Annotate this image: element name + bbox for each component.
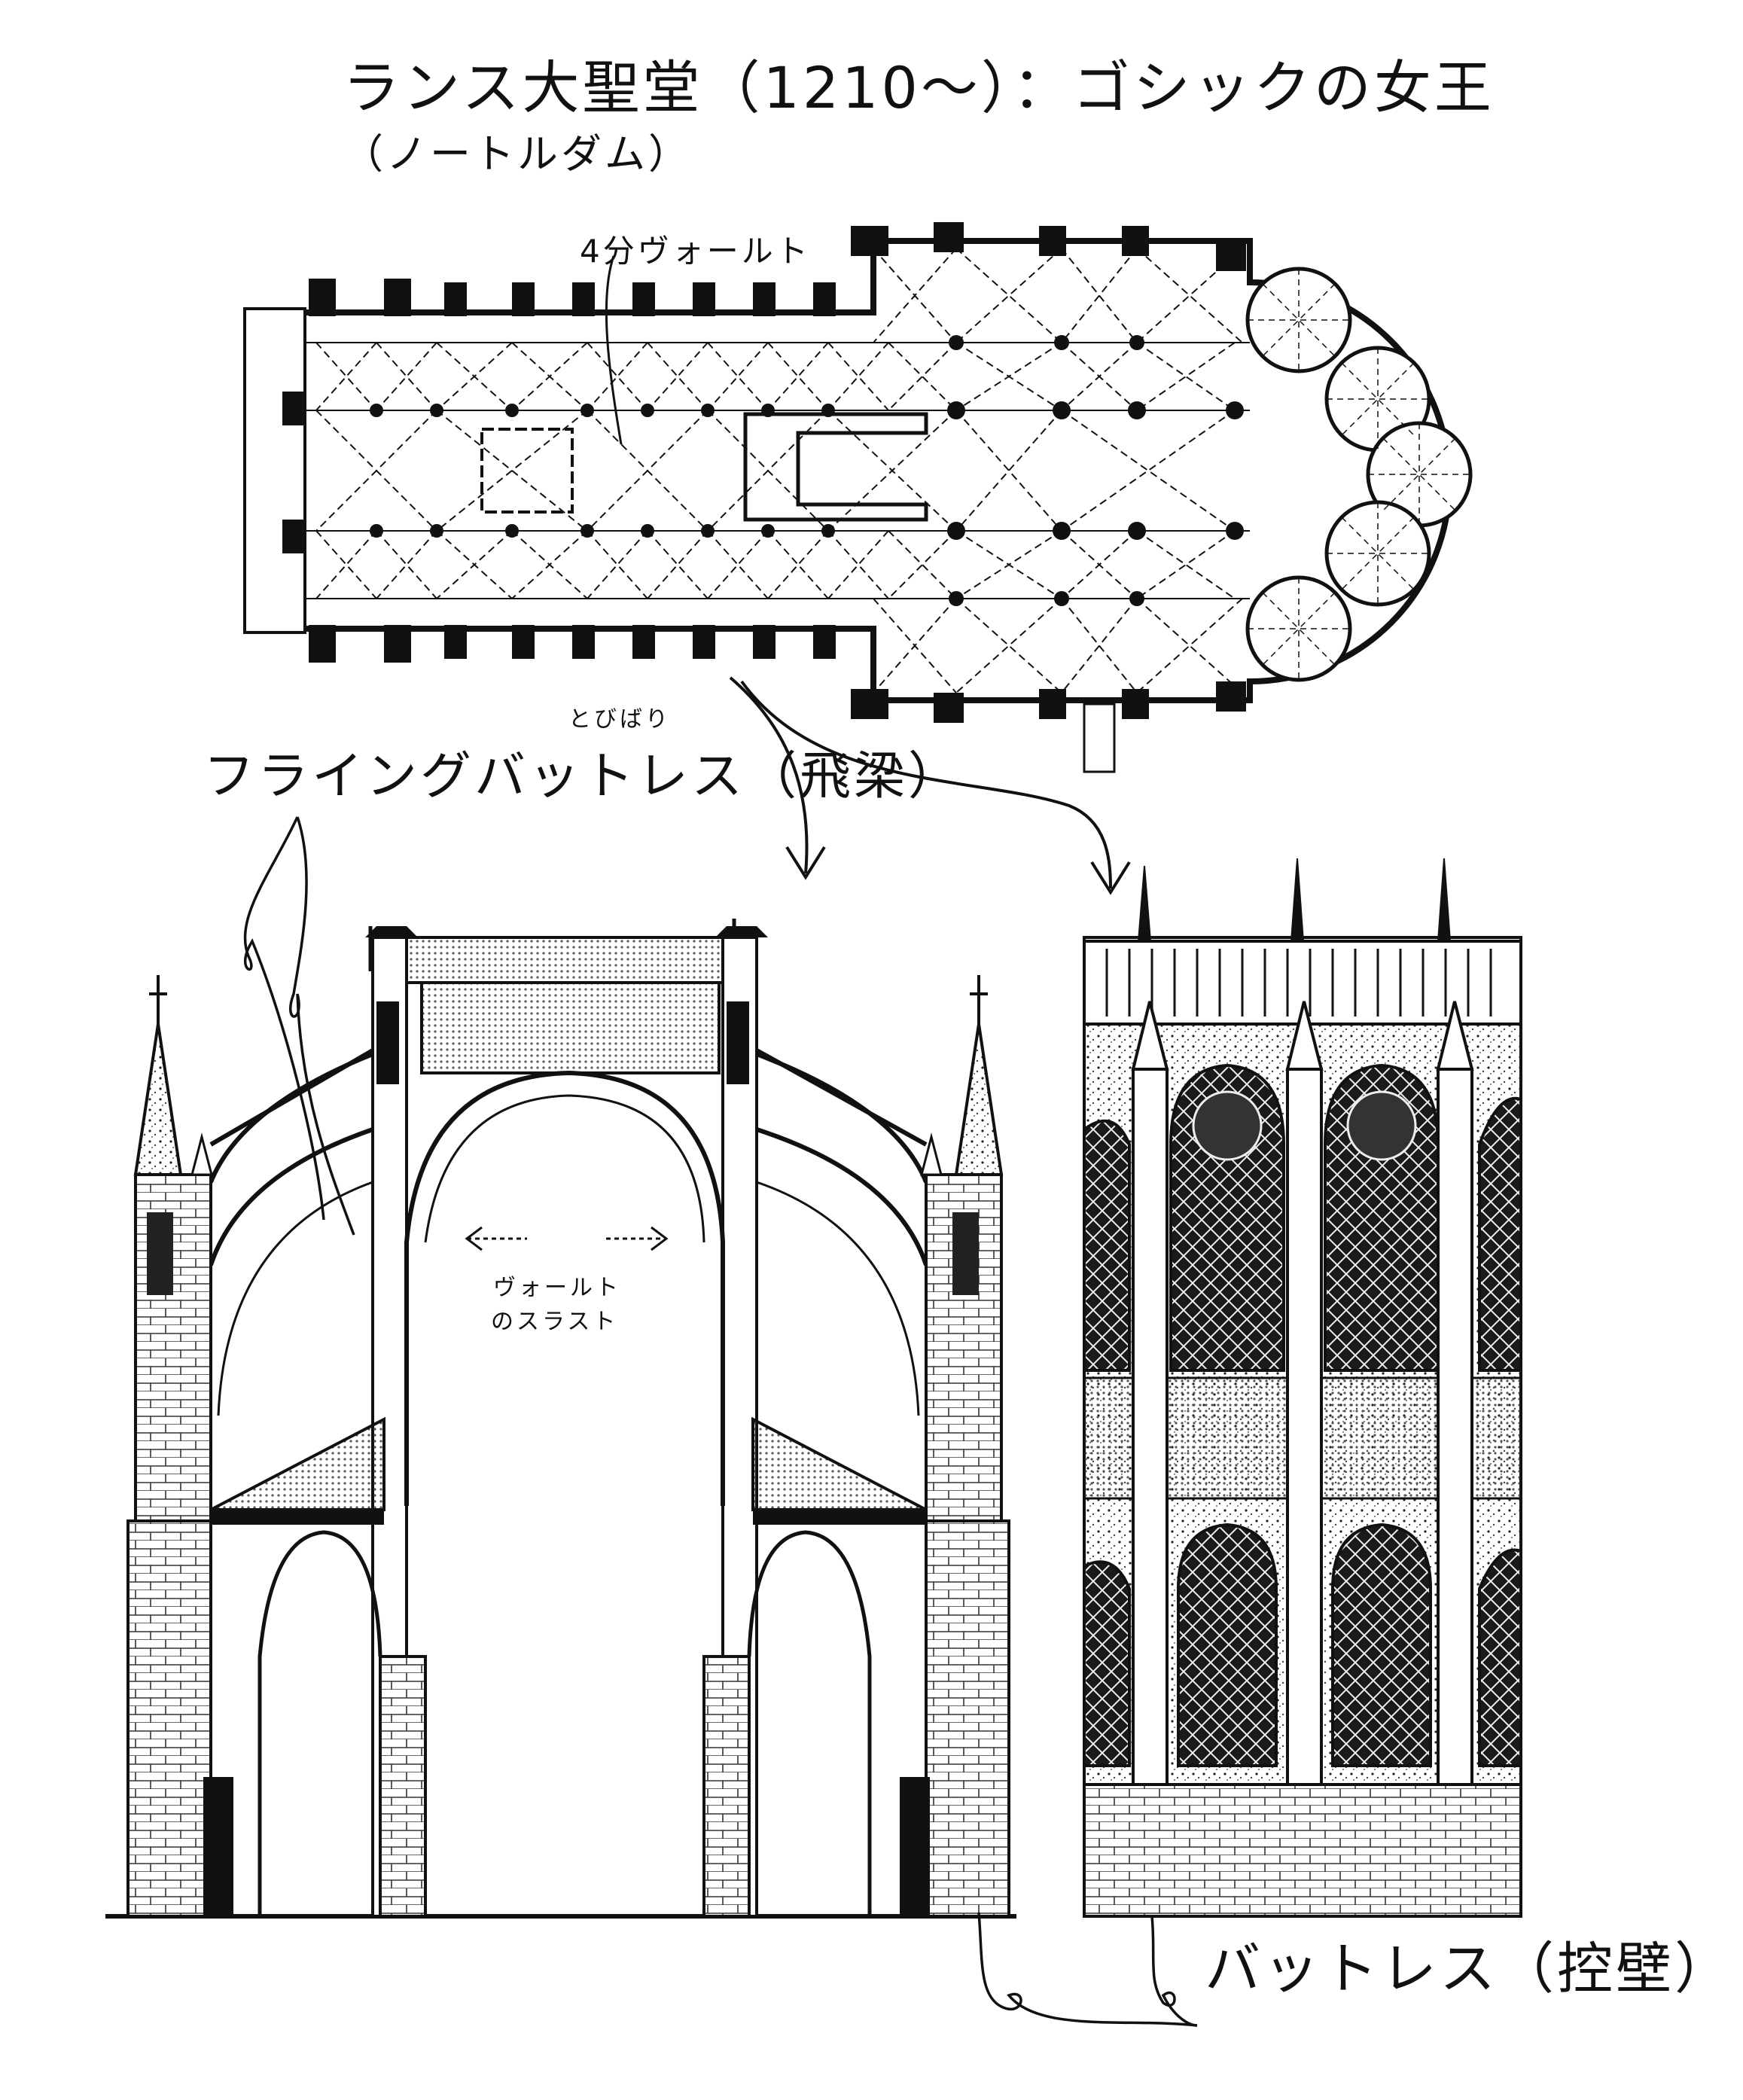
- west-facade: [243, 307, 306, 634]
- leader-flying-buttress: [243, 816, 355, 1236]
- roof: [381, 936, 756, 984]
- label-vault-thrust-line2: のスラスト: [491, 1309, 619, 1335]
- page-subtitle: （ノートルダム）: [343, 130, 692, 178]
- outer-buttress-right: [925, 1519, 1010, 1918]
- balustrade-posts: [1105, 949, 1492, 1016]
- cross-section: [105, 919, 1016, 1919]
- plan-piers: [370, 335, 1244, 606]
- leader-vault4: [605, 255, 623, 445]
- curved-arrows: [729, 676, 1131, 895]
- label-vault-thrust-line1: ヴォールト: [493, 1275, 621, 1301]
- porch: [1083, 703, 1116, 773]
- roof-space: [420, 981, 721, 1074]
- pinnacle-right: [954, 1023, 1004, 1176]
- thrust-arrows: [465, 1226, 669, 1251]
- label-buttress: バットレス（控壁）: [1205, 1937, 1733, 2001]
- nave-vault-arch: [404, 1070, 725, 1506]
- lower-windows: [1083, 1522, 1522, 1767]
- page-title: ランス大聖堂（1210〜）：ゴシックの女王: [343, 54, 1495, 121]
- outer-buttress-left: [126, 1519, 212, 1918]
- choir-enclosure: [743, 412, 928, 522]
- vault-ribs: [315, 248, 1243, 693]
- upper-windows: [1083, 1063, 1522, 1372]
- label-flying-buttress-furigana: とびばり: [568, 706, 671, 733]
- label-flying-buttress: フライングバットレス（飛梁）: [203, 747, 963, 806]
- pier-left: [379, 1655, 427, 1918]
- label-quadripartite-vault: 4分ヴォールト: [580, 233, 811, 270]
- leader-buttress: [977, 1912, 1198, 2027]
- elevation: [1083, 858, 1522, 1918]
- elevation-base: [1083, 1783, 1522, 1918]
- flying-buttress-arches: [217, 1181, 920, 1416]
- statue-niche-left: [147, 1212, 173, 1295]
- flying-buttresses: [209, 1048, 928, 1266]
- pinnacle-left: [133, 1023, 183, 1176]
- floor-plan: [243, 222, 1473, 773]
- labyrinth: [480, 428, 574, 514]
- plan-buttresses: [282, 222, 1246, 723]
- pier-right: [702, 1655, 751, 1918]
- statue-niche-right: [952, 1212, 979, 1295]
